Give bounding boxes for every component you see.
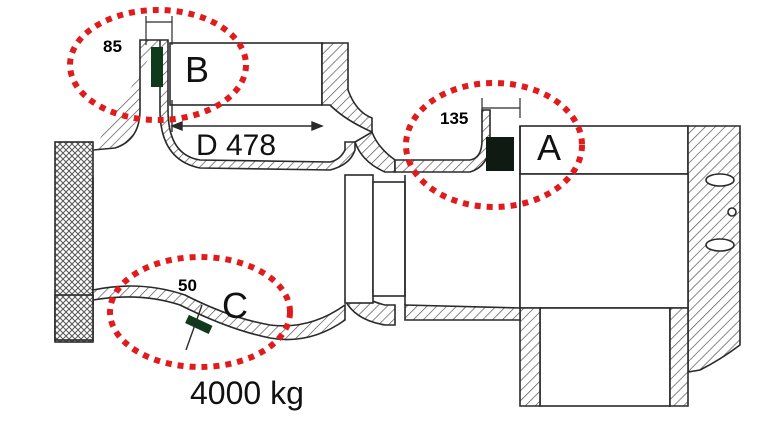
zone-c: C 50: [107, 254, 293, 370]
slot-upper: [705, 173, 735, 187]
zone-b: B 85: [67, 7, 249, 123]
a-bore: [519, 125, 689, 175]
zone-a-value: 135: [440, 109, 468, 128]
bolt-hole: [727, 207, 737, 217]
dimension-d-label: D 478: [196, 129, 276, 162]
b-chamber-wall: [321, 42, 373, 134]
highlight-a: [403, 80, 585, 210]
marker-b: [151, 47, 163, 87]
middle-neck: [354, 130, 396, 173]
highlight-c: [107, 254, 293, 370]
zone-a-label: A: [537, 127, 561, 168]
left-flange-lower: [54, 294, 94, 341]
casting-body: [54, 39, 741, 407]
center-ring-left: [344, 174, 374, 304]
b-bore: [169, 42, 323, 106]
bottom-right-wall: [404, 304, 521, 321]
marker-c: [185, 314, 213, 335]
zone-c-label: C: [222, 285, 248, 326]
zone-a: A 135: [403, 80, 585, 210]
top-left-wall: [92, 39, 356, 171]
right-lower-block: [539, 307, 671, 407]
right-lower-wall-2: [669, 307, 689, 407]
bottom-wall: [92, 285, 346, 341]
a-chamber-wall: [394, 109, 491, 173]
slot-lower: [705, 238, 735, 252]
zone-c-value: 50: [178, 276, 197, 295]
right-lower-wall: [519, 307, 541, 407]
marker-a: [486, 137, 514, 171]
highlight-b: [67, 7, 249, 123]
center-ring-right: [372, 181, 406, 297]
load-label: 4000 kg: [190, 375, 304, 411]
zone-b-value: 85: [103, 37, 122, 56]
dimension-d: [170, 100, 324, 132]
zone-b-label: B: [185, 49, 209, 90]
